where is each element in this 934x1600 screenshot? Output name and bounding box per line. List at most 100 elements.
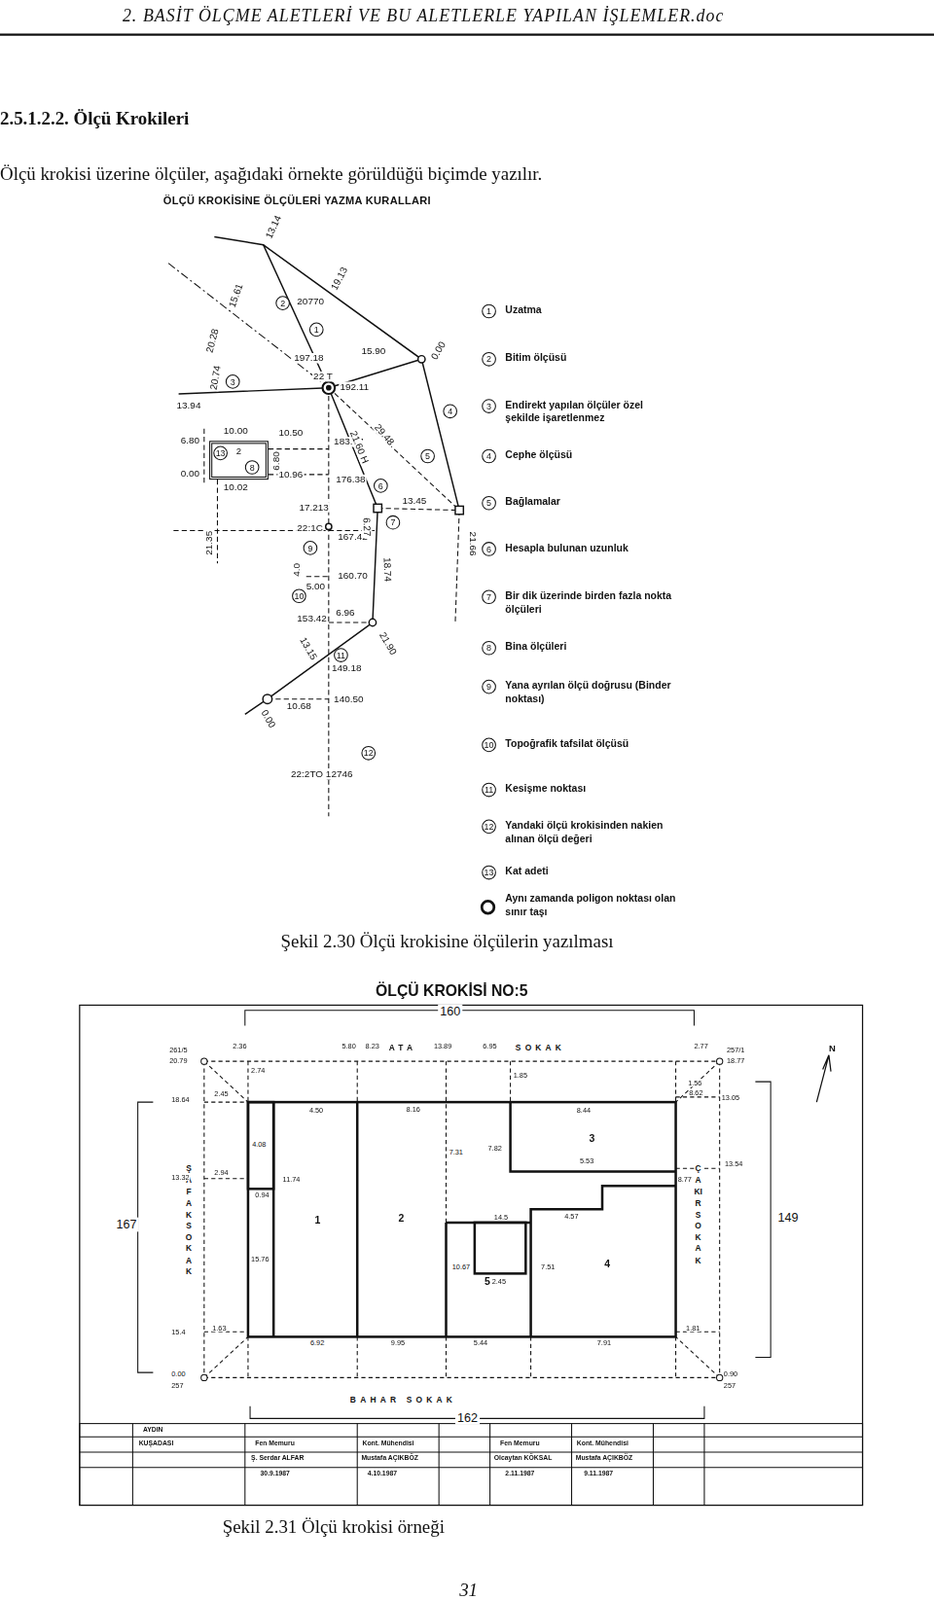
dimension-value: 261/5 [169,1045,187,1053]
title-block-cell: 30.9.1987 [260,1471,290,1478]
survey-lines [179,236,461,715]
legend-text: Yandaki ölçü krokisinden nakien alınan ö… [504,819,679,845]
north-arrow [816,1055,831,1103]
legend-text: Uzatma [504,304,679,318]
title-block-cell: Fen Memuru [500,1439,540,1447]
street-name: SOKAK [515,1042,566,1052]
dimension-value: 10.68 [286,701,313,712]
dimension-value: 13.54 [724,1160,743,1168]
callout-number: 12 [481,819,497,834]
dimension-value: 11.74 [283,1176,301,1184]
callout-number: 4 [481,449,497,465]
dimension-value: 257 [171,1382,183,1390]
body-text: Ölçü krokisi üzerine ölçüler, aşağıdaki … [0,163,542,185]
legend-text: Hesapla bulunan uzunluk [504,541,679,555]
legend-text: Cephe ölçüsü [504,449,679,463]
dimension-value: 4.57 [564,1212,578,1220]
dimension-value: 257 [723,1382,736,1390]
callout-number: 10 [291,588,307,604]
legend-text: Endirekt yapılan ölçüler özel şekilde iş… [504,398,679,425]
dimension-value: 4.0 [291,562,302,578]
dimension-value: 0.94 [254,1190,269,1198]
measure-lines [173,388,460,818]
dimension-value: 21.90 [377,629,399,657]
dimension-value: 13.89 [433,1041,452,1049]
callout-number: 3 [225,374,241,390]
title-block-cell: Olcaytan KÖKSAL [494,1455,553,1463]
dimension-value: 10.96 [277,469,304,480]
boundary-stones [201,1058,723,1382]
callout-number: 6 [481,541,497,557]
dimension-value: 160 [437,1004,463,1019]
dimension-value: 7.91 [597,1339,611,1347]
legend-text: Aynı zamanda poligon noktası olan sınır … [504,893,679,919]
dimension-value: 6.27 [361,516,373,539]
dimension-value: 21.60 H [348,429,371,467]
legend-text: Kesişme noktası [504,783,679,796]
figure-title: ÖLÇÜ KROKİSİ NO:5 [375,981,529,1000]
dimension-value: 2.94 [214,1168,228,1176]
dimension-value: 2.74 [251,1066,265,1074]
callout-number: 2 [481,352,497,367]
north-label: N [828,1042,836,1053]
dimension-value: 5.44 [473,1339,488,1347]
callout-number: 6 [373,478,389,494]
parcel-number: 2 [397,1212,404,1224]
sheet-frame [79,1005,863,1506]
dimension-value: 14.5 [494,1213,508,1221]
title-block-cell: 2.11.1987 [504,1471,535,1478]
dimension-value: 15.90 [359,346,387,357]
title-block-cell: 4.10.1987 [367,1471,397,1478]
callout-number: 3 [481,398,497,414]
dimension-value: 4.08 [251,1141,266,1149]
dimension-value: 149 [775,1210,800,1225]
dimension-value: 13.05 [721,1094,740,1102]
title-block-cell: Ş. Serdar ALFAR [251,1455,304,1463]
street-measure-lines [204,1061,720,1378]
dimension-value: 2.77 [693,1041,708,1049]
dimension-value: 15.61 [226,281,246,310]
legend-text: Kat adeti [504,865,679,879]
dimension-value: 22 T [312,371,334,382]
dimension-value: 7.31 [449,1148,464,1155]
dimension-value: 6.95 [482,1041,497,1049]
title-block-cell: Fen Memuru [254,1439,295,1447]
dimension-value: 8.44 [576,1106,591,1114]
dimension-value: 1.85 [513,1072,528,1079]
dimension-value: 13.94 [175,399,202,410]
callout-number: 7 [481,589,497,605]
dimension-value: 5.00 [305,581,327,592]
dimension-value: 10.50 [277,428,304,438]
callout-number: 1 [309,323,324,338]
dimension-brackets [138,1010,771,1420]
dimension-value: 149.18 [330,663,363,674]
dimension-value: 15.76 [251,1255,269,1262]
dimension-value: 17.213 [297,502,330,512]
dimension-value: 6.96 [334,607,357,617]
dimension-value: 9.95 [391,1339,405,1347]
dimension-value: 13.14 [263,213,284,242]
dimension-value: 2.36 [232,1041,247,1049]
parcel-boundaries [248,1102,677,1337]
dimension-value: 15.4 [171,1329,185,1336]
dimension-value: 20.74 [208,363,223,392]
callout-number: 7 [386,515,401,531]
dimension-value: 20.79 [169,1057,187,1065]
callout-number: 13 [481,865,497,881]
dimension-value: 10.00 [222,426,250,436]
parcel-number: 1 [314,1214,321,1226]
dimension-value: 2.45 [492,1278,506,1286]
dimension-value: 0.00 [429,339,448,363]
legend-text: Yana ayrılan ölçü doğrusu (Binder noktas… [504,680,679,706]
dimension-value: 5.53 [579,1157,594,1165]
dimension-value: 20.28 [204,326,221,356]
dimension-value: 6.80 [179,435,202,446]
dimension-value: 160.70 [336,570,369,580]
title-block-cell: Mustafa AÇIKBÖZ [360,1455,418,1463]
dimension-value: 140.50 [332,693,365,704]
page-number: 31 [459,1580,478,1600]
dimension-value: 10.67 [452,1263,470,1271]
dimension-value: 19.13 [328,264,350,293]
callout-number: 8 [245,460,260,475]
callout-number: 11 [333,647,349,663]
